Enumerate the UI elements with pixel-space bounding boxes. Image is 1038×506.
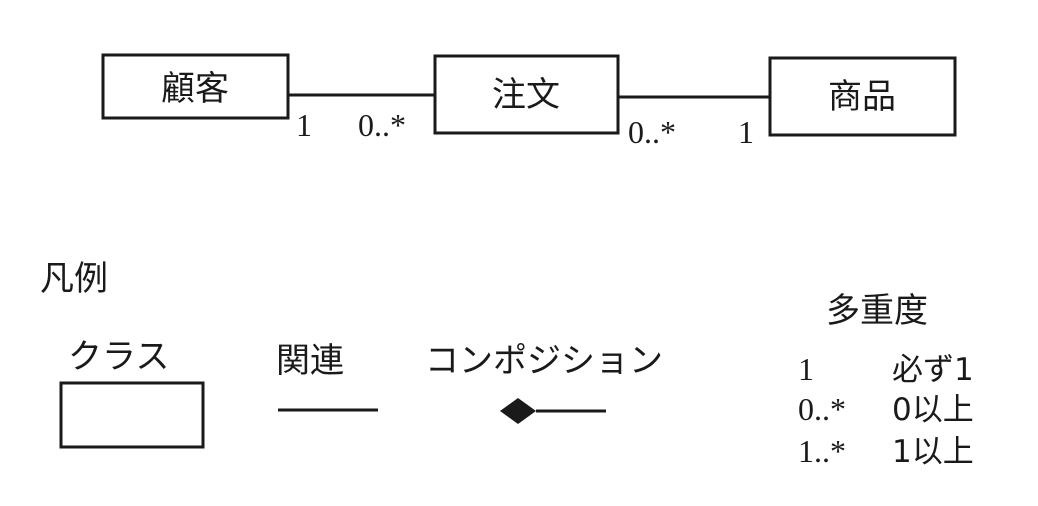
- class-order-label: 注文: [492, 75, 560, 115]
- mult-order-end: 0..*: [358, 107, 406, 143]
- class-product: 商品: [768, 56, 957, 137]
- multiplicity-symbol: 1: [798, 351, 814, 387]
- class-product-label: 商品: [828, 77, 896, 117]
- class-order: 注文: [433, 54, 620, 135]
- mult-order-end-2: 0..*: [628, 114, 676, 150]
- multiplicity-symbol: 0..*: [798, 391, 846, 427]
- multiplicity-row: 1..* 1以上: [798, 433, 974, 470]
- multiplicity-row: 0..* 0以上: [798, 391, 974, 428]
- multiplicity-meaning: 1以上: [892, 434, 974, 470]
- legend-class-label: クラス: [68, 337, 169, 377]
- mult-product-end: 1: [738, 114, 754, 150]
- class-customer-label: 顧客: [161, 69, 229, 109]
- legend-composition-label: コンポジション: [425, 341, 663, 381]
- multiplicity-meaning: 0以上: [892, 392, 974, 428]
- composition-diamond-icon: [500, 398, 536, 424]
- mult-customer-end: 1: [296, 107, 312, 143]
- legend-association-label: 関連: [276, 341, 344, 381]
- legend-title: 凡例: [40, 259, 108, 299]
- multiplicity-symbol: 1..*: [798, 433, 846, 469]
- class-customer: 顧客: [101, 53, 290, 120]
- legend-class-box: [59, 381, 205, 449]
- multiplicity-meaning: 必ず1: [892, 352, 974, 388]
- multiplicity-row: 1 必ず1: [798, 351, 974, 388]
- multiplicity-title: 多重度: [826, 291, 928, 331]
